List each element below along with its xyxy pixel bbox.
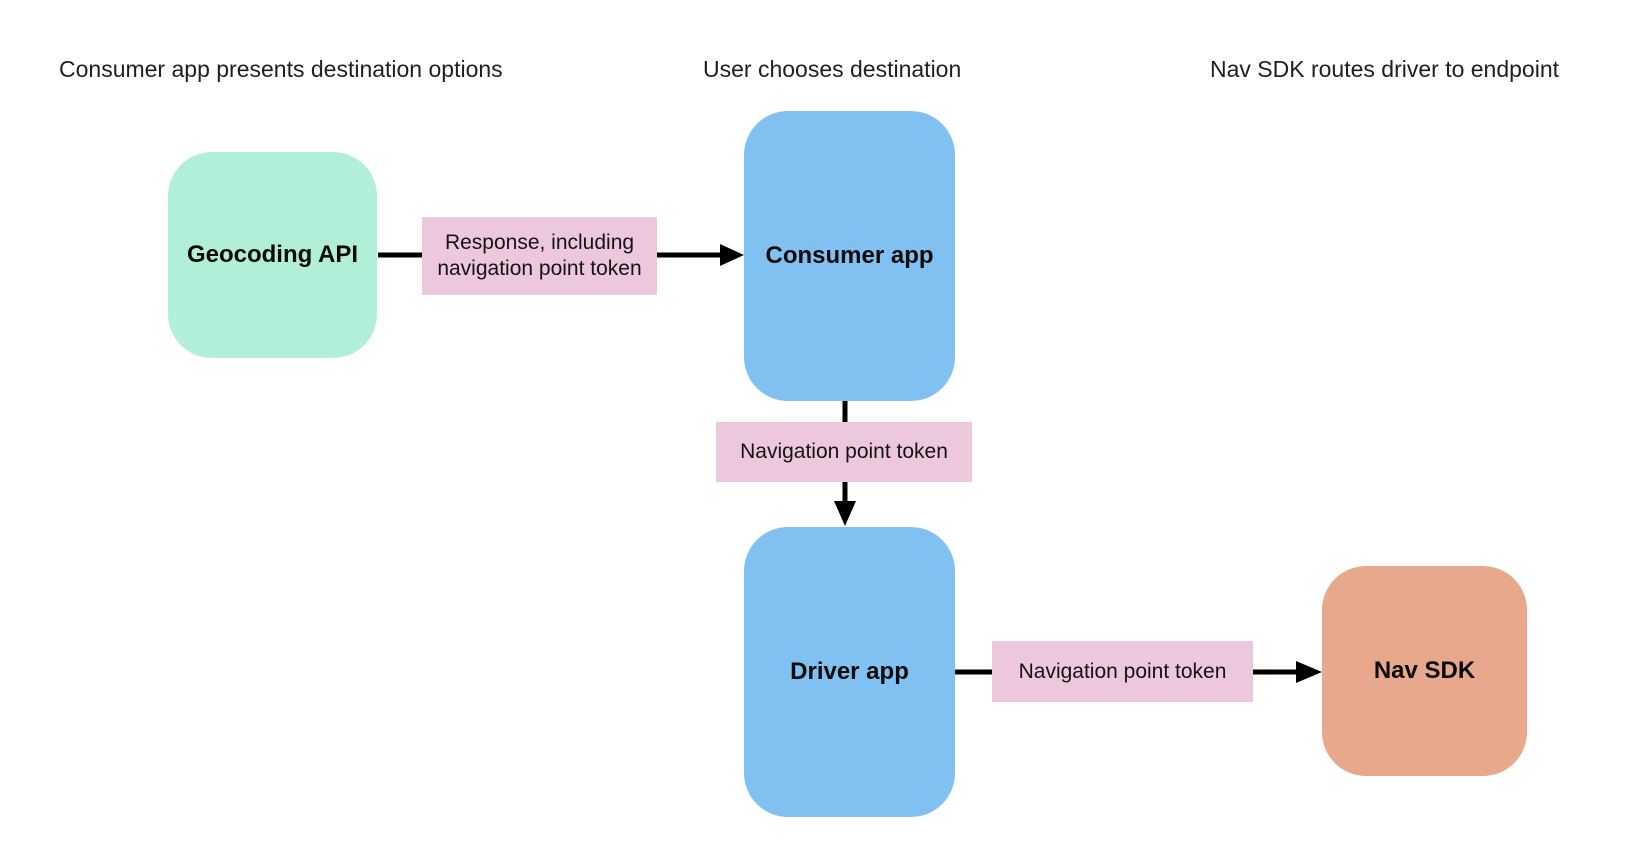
node-driver-app-label: Driver app [790,658,909,685]
column-header-consumer-presents: Consumer app presents destination option… [59,56,503,82]
edge-label-response-token: Response, including navigation point tok… [422,217,657,295]
node-driver-app: Driver app [744,527,955,817]
node-nav-sdk: Nav SDK [1322,566,1527,776]
column-header-user-chooses: User chooses destination [703,56,962,82]
node-geocoding-api: Geocoding API [168,152,377,358]
column-header-nav-sdk-routes: Nav SDK routes driver to endpoint [1210,56,1560,82]
node-geocoding-api-label: Geocoding API [186,241,359,268]
node-consumer-app: Consumer app [744,111,955,401]
node-consumer-app-label: Consumer app [765,242,934,269]
edge-label-navigation-point-token-horizontal: Navigation point token [992,641,1253,702]
node-nav-sdk-label: Nav SDK [1373,657,1476,684]
edge-label-navigation-point-token-vertical: Navigation point token [716,422,972,482]
